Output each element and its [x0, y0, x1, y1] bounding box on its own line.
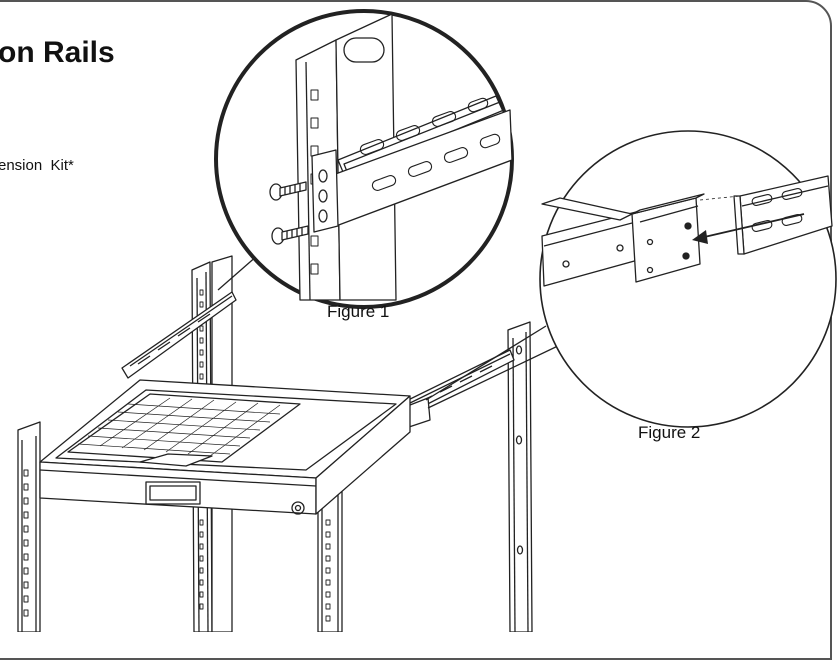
callout-line-2a — [427, 343, 563, 409]
kit-note: ension Kit* — [0, 157, 74, 174]
callout-line-1 — [217, 254, 259, 291]
section-title: on Rails — [0, 36, 115, 69]
rack-post-rear-right — [507, 321, 533, 632]
rail-upper-left — [121, 291, 237, 379]
screw-upper — [269, 181, 307, 201]
callout-line-2b — [425, 325, 547, 401]
rack-illustration — [17, 9, 837, 632]
keyboard-drawer — [39, 379, 411, 515]
figure-1-caption: Figure 1 — [327, 302, 390, 321]
screw-lower — [271, 225, 309, 245]
figure-2-caption: Figure 2 — [638, 423, 701, 442]
figure-1-detail — [214, 9, 514, 309]
rack-post-front-left — [17, 421, 41, 632]
figure-2-detail — [539, 130, 837, 428]
